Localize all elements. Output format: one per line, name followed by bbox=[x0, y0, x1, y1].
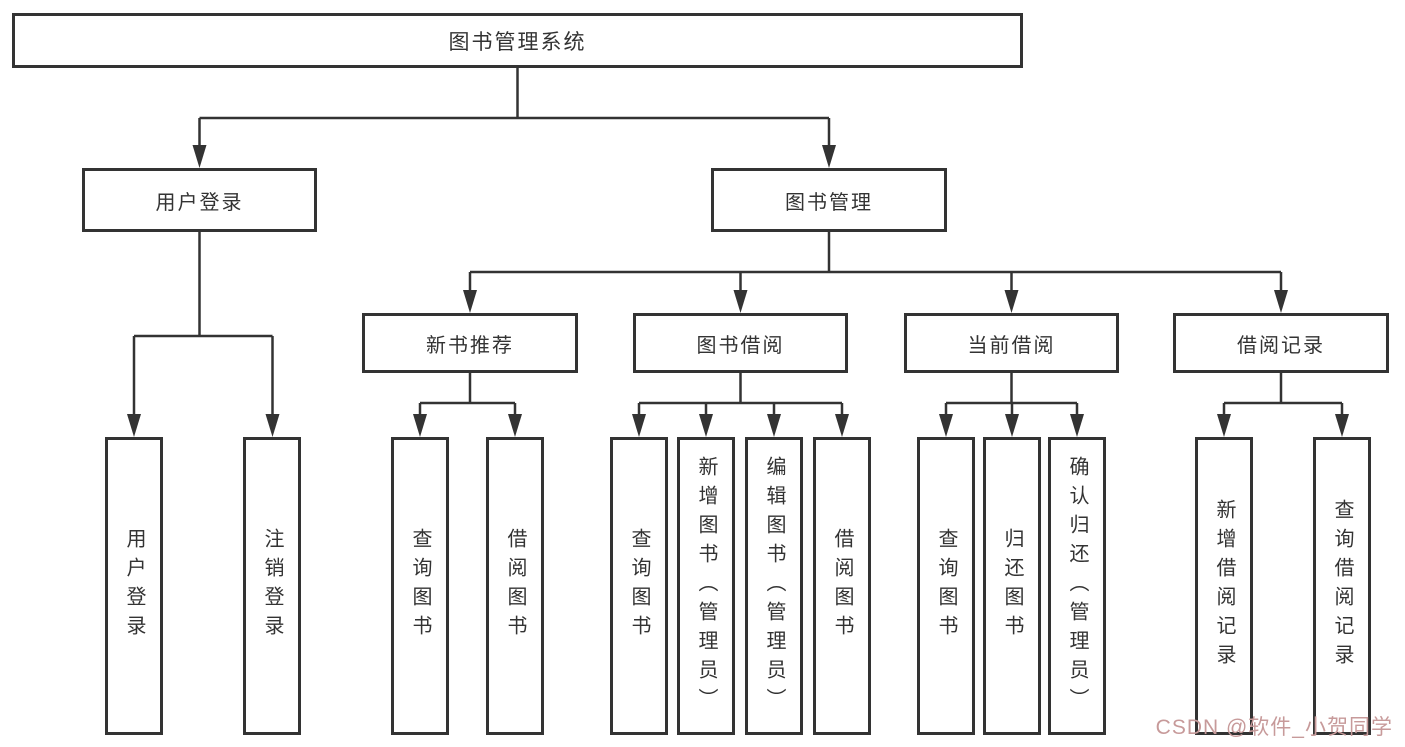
leaf-current-query-books: 查询图书 bbox=[917, 437, 975, 735]
connector-borrowrecords-to-leaves bbox=[1217, 373, 1349, 437]
leaf-borrow-edit-books-admin: 编辑图书（管理员） bbox=[745, 437, 803, 735]
leaf-borrow-add-books-admin: 新增图书（管理员） bbox=[677, 437, 735, 735]
connector-newbook-to-leaves bbox=[413, 373, 522, 437]
leaf-current-confirm-return-admin: 确认归还（管理员） bbox=[1048, 437, 1106, 735]
node-book-management: 图书管理 bbox=[711, 168, 947, 232]
connector-userlogin-to-leaves bbox=[127, 232, 280, 437]
leaf-records-add-record: 新增借阅记录 bbox=[1195, 437, 1253, 735]
leaf-borrow-borrow-books: 借阅图书 bbox=[813, 437, 871, 735]
leaf-user-login: 用户登录 bbox=[105, 437, 163, 735]
leaf-current-return-books: 归还图书 bbox=[983, 437, 1041, 735]
leaf-records-query-record: 查询借阅记录 bbox=[1313, 437, 1371, 735]
node-book-borrow: 图书借阅 bbox=[633, 313, 848, 373]
node-new-book-recommend: 新书推荐 bbox=[362, 313, 578, 373]
connector-root-to-level2 bbox=[192, 68, 836, 168]
node-root-library-system: 图书管理系统 bbox=[12, 13, 1023, 68]
connector-currentborrow-to-leaves bbox=[939, 373, 1084, 437]
leaf-newbook-query-books: 查询图书 bbox=[391, 437, 449, 735]
leaf-borrow-query-books: 查询图书 bbox=[610, 437, 668, 735]
leaf-newbook-borrow-books: 借阅图书 bbox=[486, 437, 544, 735]
node-user-login: 用户登录 bbox=[82, 168, 317, 232]
csdn-watermark: CSDN @软件_小贺同学 bbox=[1155, 716, 1393, 739]
node-current-borrow: 当前借阅 bbox=[904, 313, 1119, 373]
connector-bookborrow-to-leaves bbox=[632, 373, 849, 437]
node-borrow-records: 借阅记录 bbox=[1173, 313, 1389, 373]
leaf-logout: 注销登录 bbox=[243, 437, 301, 735]
connector-bookmgmt-to-level3 bbox=[463, 232, 1288, 313]
